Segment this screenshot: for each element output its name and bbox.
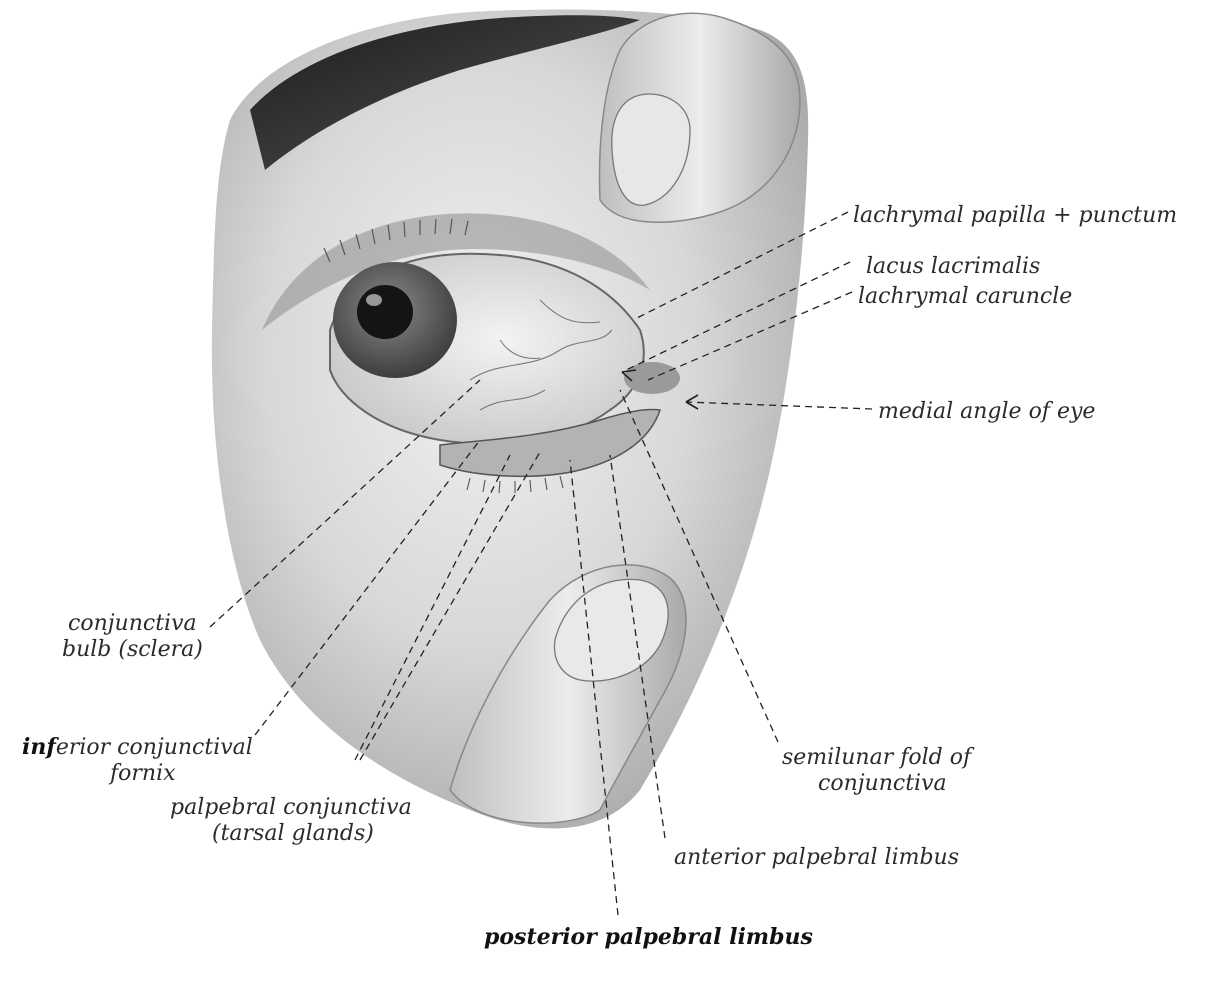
eyelashes bbox=[323, 218, 469, 263]
scleral-vessels bbox=[469, 299, 613, 411]
leader-inferior-fornix bbox=[254, 439, 481, 736]
label-conjunctiva-bulb-line1: conjunctiva bbox=[68, 611, 197, 636]
label-medial-angle: medial angle of eye bbox=[878, 399, 1095, 424]
label-anterior-limbus: anterior palpebral limbus bbox=[674, 845, 959, 870]
leader-lines bbox=[209, 211, 873, 916]
leader-palpebral-conjunctiva-1 bbox=[354, 454, 511, 761]
leader-posterior-limbus bbox=[569, 459, 619, 916]
label-inferior-fornix-line2: fornix bbox=[108, 761, 176, 786]
label-inferior-fornix-line1: inferior conjunctival bbox=[22, 734, 253, 760]
arrowhead-medial-angle bbox=[685, 394, 699, 410]
label-lachrymal-caruncle: lachrymal caruncle bbox=[858, 284, 1072, 309]
lower-eyelid-everted bbox=[439, 408, 661, 478]
leader-semilunar-fold bbox=[619, 389, 779, 743]
lower-fingernail bbox=[553, 578, 669, 682]
label-lachrymal-papilla: lachrymal papilla + punctum bbox=[853, 203, 1177, 228]
label-semilunar-fold-line1: semilunar fold of bbox=[782, 745, 975, 770]
label-palpebral-conjunctiva-line2: (tarsal glands) bbox=[212, 821, 374, 846]
leader-anterior-limbus bbox=[609, 454, 666, 839]
lower-eyelashes bbox=[466, 475, 564, 494]
upper-eyelid-fold bbox=[262, 213, 650, 330]
eyebrow bbox=[250, 15, 640, 170]
arrowhead-lacus bbox=[621, 369, 637, 382]
upper-fingernail bbox=[611, 93, 691, 206]
leader-lacus-lacrimalis bbox=[621, 261, 851, 373]
label-lacus-lacrimalis: lacus lacrimalis bbox=[866, 254, 1040, 279]
label-inferior-fornix-bold-part: inf bbox=[22, 734, 59, 760]
leader-lachrymal-papilla bbox=[636, 211, 849, 319]
label-posterior-limbus: posterior palpebral limbus bbox=[484, 924, 813, 950]
pupil-highlight bbox=[366, 294, 382, 306]
pupil bbox=[357, 285, 413, 339]
leader-lachrymal-caruncle bbox=[647, 291, 853, 381]
label-palpebral-conjunctiva-line1: palpebral conjunctiva bbox=[170, 795, 412, 820]
leader-conjunctiva-bulb bbox=[209, 379, 481, 628]
label-conjunctiva-bulb-line2: bulb (sclera) bbox=[62, 637, 203, 662]
label-inferior-fornix-rest: erior conjunctival bbox=[56, 735, 253, 760]
label-semilunar-fold-line2: conjunctiva bbox=[818, 771, 947, 796]
